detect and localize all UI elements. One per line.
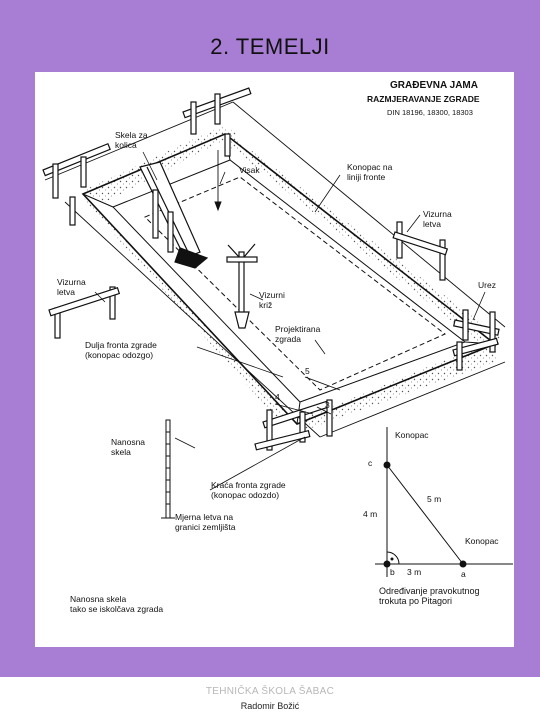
wheelbarrow-ramp [139, 161, 209, 269]
label-pitagora-caption: Određivanje pravokutnog trokuta po Pitag… [379, 586, 480, 606]
dim-5: 5 [305, 366, 310, 376]
triangle-point-b: b [390, 567, 395, 577]
triangle-side-ab: 3 m [407, 567, 422, 577]
label-kraca-fronta: Kraća fronta zgrade (konopac odozdo) [211, 480, 286, 500]
dimension-arrows [274, 376, 341, 415]
label-projektirana-zgrada: Projektirana zgrada [275, 324, 321, 344]
label-konopac-top: Konopac [395, 430, 429, 440]
label-vizurna-letva-right: Vizurna letva [423, 209, 452, 229]
dim-3: 3 [325, 400, 330, 410]
diagram-subheading: RAZMJERAVANJE ZGRADE [367, 94, 480, 104]
diagram-heading: GRAĐEVNA JAMA [390, 80, 478, 91]
slide-title: 2. TEMELJI [210, 34, 330, 59]
projected-building [144, 176, 446, 391]
diagram-drawing [42, 87, 513, 577]
label-vizurni-kriz: Vizurni križ [259, 290, 285, 310]
triangle-side-bc: 4 m [363, 509, 378, 519]
label-dulja-fronta: Dulja fronta zgrade (konopac odozgo) [85, 340, 157, 360]
measuring-rod [161, 419, 175, 519]
label-urez: Urez [478, 280, 496, 290]
label-skela-kolica: Skela za kolica [115, 130, 148, 150]
pythagoras-triangle [375, 427, 513, 577]
label-nanosna-skela-kolcavanje: Nanosna skela tako se iskolčava zgrada [70, 594, 164, 614]
sight-cross [226, 243, 258, 329]
footer-school: TEHNIČKA ŠKOLA ŠABAC [205, 686, 335, 697]
string-lines [44, 101, 506, 438]
triangle-side-ac: 5 m [427, 494, 442, 504]
batter-boards [42, 87, 500, 451]
triangle-point-c: c [368, 458, 373, 468]
label-vizurna-letva-left: Vizurna letva [57, 277, 86, 297]
label-visak: Visak [239, 165, 260, 175]
slide-footer: TEHNIČKA ŠKOLA ŠABAC Radomir Božić [0, 677, 540, 720]
plumb-line [214, 150, 222, 212]
label-nanosna-skela: Nanosna skela [111, 437, 146, 457]
label-mjerna-letva: Mjerna letva na granici zemljišta [175, 512, 236, 532]
foundation-diagram: GRAĐEVNA JAMA RAZMJERAVANJE ZGRADE DIN 1… [35, 72, 514, 647]
footer-author: Radomir Božić [240, 701, 300, 711]
dim-4: 4 [275, 392, 280, 402]
label-konopac-right: Konopac [465, 536, 499, 546]
diagram-norm: DIN 18196, 18300, 18303 [387, 108, 473, 117]
sight-board-right [392, 221, 449, 281]
triangle-point-a: a [461, 569, 466, 579]
label-konopac-fronte: Konopac na liniji fronte [347, 162, 393, 182]
sight-board-left [48, 286, 121, 339]
leader-lines [94, 151, 486, 491]
